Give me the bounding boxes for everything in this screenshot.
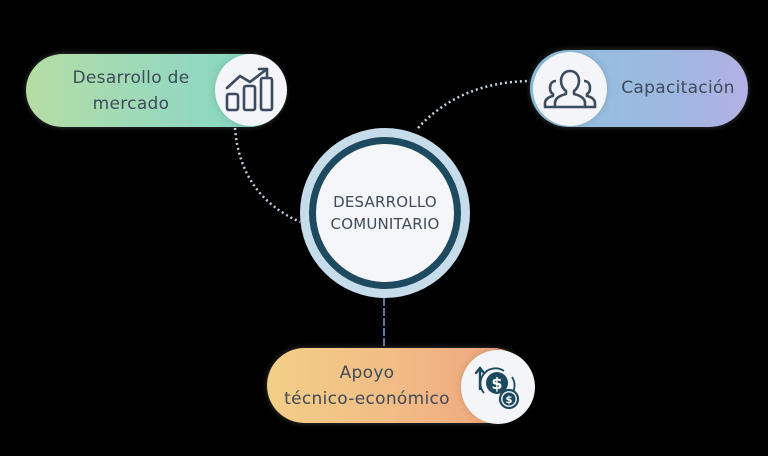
connector-mercado: [233, 127, 301, 224]
center-label-line2: COMUNITARIO: [330, 215, 440, 233]
node-label-line2: técnico-económico: [284, 389, 450, 409]
center-label-line1: DESARROLLO: [333, 193, 437, 211]
money-exchange-icon: $ $: [461, 350, 535, 424]
node-label-line1: Capacitación: [621, 78, 735, 98]
people-group-icon: [533, 52, 607, 126]
bar-chart-growth-icon: [215, 54, 287, 126]
svg-text:$: $: [491, 374, 502, 393]
node-label-line2: mercado: [92, 94, 170, 114]
node-label: Apoyo técnico-económico: [277, 360, 457, 412]
center-node-desarrollo-comunitario: DESARROLLO COMUNITARIO: [300, 128, 470, 298]
node-label: Desarrollo de mercado: [46, 65, 216, 117]
connector-capacitacion: [417, 79, 531, 129]
node-label-line1: Desarrollo de: [72, 68, 190, 88]
center-ring: DESARROLLO COMUNITARIO: [309, 137, 461, 289]
svg-text:$: $: [506, 395, 513, 406]
node-label: Capacitación: [608, 75, 748, 101]
node-label-line1: Apoyo: [339, 363, 395, 383]
center-inner: DESARROLLO COMUNITARIO: [316, 144, 454, 282]
